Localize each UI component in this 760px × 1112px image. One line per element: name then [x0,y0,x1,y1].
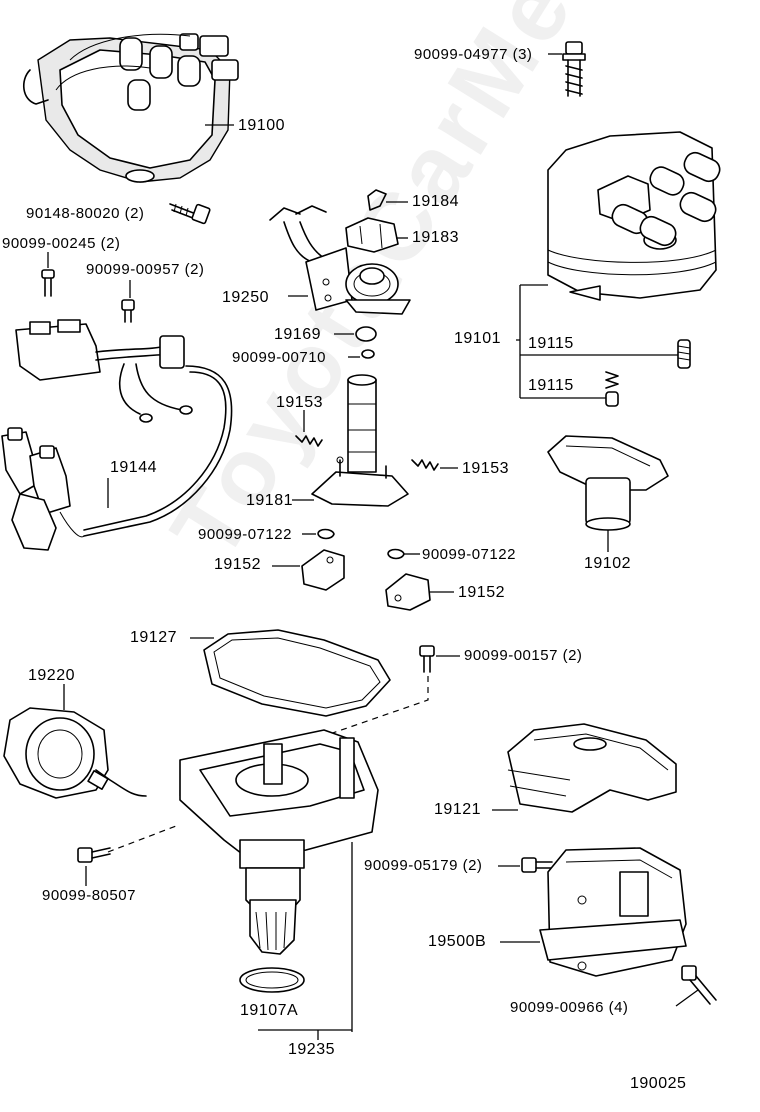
label-90099-00966: 90099-00966 (4) [510,999,629,1016]
screw-90099-00157-drawing [419,645,435,673]
screw-90099-00957-drawing [121,299,135,323]
label-90148-80020: 90148-80020 (2) [26,205,145,222]
distributor-cap-drawing [547,131,721,301]
governor-shaft-19181-drawing [311,374,409,507]
washer-90099-00710-drawing [361,349,375,359]
spring-19153-right-drawing [411,459,439,471]
label-19127: 19127 [130,629,177,646]
housing-19235-drawing [179,729,379,955]
clip-90099-07122-left-drawing [317,528,335,540]
clip-19184-drawing [367,189,387,211]
screw-90099-00245-drawing [41,269,55,297]
label-19152-right: 19152 [458,584,505,601]
label-19107A: 19107A [240,1002,299,1019]
label-19169: 19169 [274,326,321,343]
label-90099-07122-right: 90099-07122 [422,546,516,563]
weight-19152-left-drawing [301,549,345,591]
diagram-code: 190025 [630,1075,687,1092]
label-19115-lower: 19115 [528,377,574,394]
spring-19115-lower-drawing [605,371,619,407]
label-19183: 19183 [412,229,459,246]
label-19235: 19235 [288,1041,335,1058]
screw-90099-05179-drawing [521,857,553,873]
label-19220: 19220 [28,667,75,684]
label-19250: 19250 [222,289,269,306]
label-19144: 19144 [110,459,157,476]
spring-19153-left-drawing [295,435,323,447]
label-90099-00245: 90099-00245 (2) [2,235,121,252]
weight-19152-right-drawing [385,573,431,611]
bolt-90099-00966-drawing [681,965,717,1005]
label-90099-07122-left: 90099-07122 [198,526,292,543]
label-90099-80507: 90099-80507 [42,887,136,904]
spring-19115-upper-drawing [677,339,691,369]
gasket-19127-drawing [203,629,391,717]
rotor-drawing [547,435,669,531]
label-19153-right: 19153 [462,460,509,477]
vacuum-advancer-19220-drawing [3,707,147,799]
part-19169-drawing [355,326,377,342]
screw-90099-04977-drawing [562,41,586,97]
label-19184: 19184 [412,193,459,210]
o-ring-19107A-drawing [239,967,305,993]
label-19115-upper: 19115 [528,335,574,352]
cover-19121-drawing [507,723,677,813]
distributor-assembly-drawing [23,33,239,183]
label-19152-left: 19152 [214,556,261,573]
bolt-90148-80020-drawing [169,203,211,225]
label-90099-00710: 90099-00710 [232,349,326,366]
label-19100: 19100 [238,117,285,134]
clip-90099-07122-right-drawing [387,548,405,560]
label-19500B: 19500B [428,933,487,950]
label-19121: 19121 [434,801,481,818]
holder-19183-drawing [345,217,399,253]
bolt-90099-80507-drawing [77,847,111,863]
label-90099-04977: 90099-04977 (3) [414,46,533,63]
label-90099-05179: 90099-05179 (2) [364,857,483,874]
label-19101: 19101 [454,330,501,347]
label-19153-left: 19153 [276,394,323,411]
igniter-harness-drawing [1,319,233,551]
ignition-coil-19500B-drawing [539,847,687,977]
label-19181: 19181 [246,492,293,509]
label-90099-00157: 90099-00157 (2) [464,647,583,664]
pickup-coil-19250-drawing [269,205,411,315]
label-19102: 19102 [584,555,631,572]
label-90099-00957: 90099-00957 (2) [86,261,205,278]
